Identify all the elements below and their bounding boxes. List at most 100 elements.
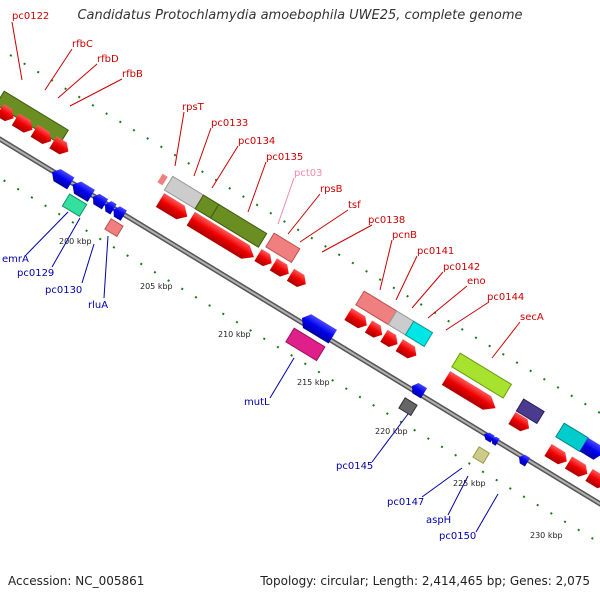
gene-label-rfbc[interactable]: rfbC xyxy=(72,39,93,50)
gene-label-mutl[interactable]: mutL xyxy=(244,397,270,408)
gene-label-pc0142[interactable]: pc0142 xyxy=(443,262,480,273)
tick-label: 205 kbp xyxy=(140,282,173,291)
gene-arrow[interactable] xyxy=(380,329,401,350)
pc0145-gene-block[interactable] xyxy=(398,397,418,417)
tick-label: 200 kbp xyxy=(59,237,92,246)
reverse-gene-labels xyxy=(25,211,499,533)
aspH-gene-block[interactable] xyxy=(472,446,491,465)
gene-arrow[interactable] xyxy=(269,258,293,279)
gene-label-pc0134[interactable]: pc0134 xyxy=(238,136,275,147)
kbp-tick-labels: 200 kbp 205 kbp 210 kbp 215 kbp 220 kbp … xyxy=(59,237,563,540)
gene-label-rfbb[interactable]: rfbB xyxy=(122,69,143,80)
gene-arrow[interactable] xyxy=(544,444,570,467)
gene-arrow[interactable] xyxy=(155,193,192,223)
topology-text: Topology: circular; Length: 2,414,465 bp… xyxy=(260,574,590,588)
gene-label-tsf[interactable]: tsf xyxy=(348,200,361,211)
gene-arrow[interactable] xyxy=(48,166,75,190)
tick-label: 210 kbp xyxy=(218,330,251,339)
gene-label-pcnb[interactable]: pcnB xyxy=(392,230,417,241)
rlua-gene-block[interactable] xyxy=(104,218,124,238)
reverse-features xyxy=(48,166,531,467)
gene-block-purple[interactable] xyxy=(515,398,545,425)
gene-label-pc0122[interactable]: pc0122 xyxy=(12,11,49,22)
leader-line xyxy=(11,21,23,81)
gene-arrow[interactable] xyxy=(508,412,532,434)
leader-line xyxy=(44,48,73,91)
gene-arrow[interactable] xyxy=(69,178,95,202)
gene-label-pc0133[interactable]: pc0133 xyxy=(211,118,248,129)
gene-arrow[interactable] xyxy=(186,211,259,264)
gene-block-olive[interactable] xyxy=(209,203,268,248)
gene-arrow[interactable] xyxy=(585,468,600,491)
gene-arrow[interactable] xyxy=(395,339,420,361)
gene-label-pc0144[interactable]: pc0144 xyxy=(487,292,524,303)
gene-label-rpsb[interactable]: rpsB xyxy=(320,184,343,195)
forward-features xyxy=(0,90,600,491)
leader-line xyxy=(103,235,109,299)
gene-arrow[interactable] xyxy=(30,124,55,147)
tick-label: 230 kbp xyxy=(530,531,563,540)
gene-arrow[interactable] xyxy=(254,249,275,269)
gene-label-asph[interactable]: aspH xyxy=(426,515,451,526)
gene-label-seca[interactable]: secA xyxy=(520,312,544,323)
gene-label-rpst[interactable]: rpsT xyxy=(182,102,205,113)
gene-label-pc0130[interactable]: pc0130 xyxy=(45,285,82,296)
leader-line xyxy=(193,127,212,177)
gene-arrow[interactable] xyxy=(344,308,370,331)
gene-label-pct03[interactable]: pct03 xyxy=(294,168,323,179)
gene-block-cyan[interactable] xyxy=(404,320,434,348)
accession-text: Accession: NC_005861 xyxy=(8,574,145,588)
leader-line xyxy=(287,193,321,235)
gene-arrow[interactable] xyxy=(286,268,310,290)
gene-label-pc0138[interactable]: pc0138 xyxy=(368,215,405,226)
leader-line xyxy=(445,301,490,331)
gene-label-pc0129[interactable]: pc0129 xyxy=(17,268,54,279)
gene-arrow[interactable] xyxy=(102,199,117,215)
gene-arrow[interactable] xyxy=(516,453,531,467)
leader-line xyxy=(81,243,95,284)
gene-arrow[interactable] xyxy=(90,192,109,210)
tick-label: 225 kbp xyxy=(453,479,486,488)
gene-label-pc0145[interactable]: pc0145 xyxy=(336,461,373,472)
leader-line xyxy=(57,63,98,99)
upper-dotted-track xyxy=(9,54,600,414)
gene-label-pc0141[interactable]: pc0141 xyxy=(417,246,454,257)
rpst-gene-block[interactable] xyxy=(157,173,168,186)
leader-line xyxy=(371,413,409,463)
leader-line xyxy=(379,239,393,291)
gene-arrow[interactable] xyxy=(409,381,428,399)
rpsb-gene-block[interactable] xyxy=(265,232,301,264)
gene-label-emra[interactable]: emrA xyxy=(2,254,29,265)
seca-gene-block[interactable] xyxy=(451,352,513,399)
gene-label-pc0147[interactable]: pc0147 xyxy=(387,497,424,508)
leader-line xyxy=(277,177,295,225)
gene-arrow[interactable] xyxy=(364,320,386,340)
gene-arrow[interactable] xyxy=(11,113,36,135)
genome-backbone-highlight xyxy=(0,137,600,506)
leader-line xyxy=(25,211,69,256)
leader-line xyxy=(174,111,185,167)
leader-line xyxy=(475,493,499,533)
leader-line xyxy=(447,475,469,516)
gene-label-rlua[interactable]: rluA xyxy=(88,300,108,311)
gene-arrow[interactable] xyxy=(490,435,500,446)
leader-line xyxy=(411,271,444,309)
mutl-gene-arrow[interactable] xyxy=(298,311,337,344)
gene-label-pc0135[interactable]: pc0135 xyxy=(266,152,303,163)
gene-arrow[interactable] xyxy=(49,136,72,157)
forward-gene-labels xyxy=(11,21,521,359)
leader-line xyxy=(491,321,521,359)
gene-label-eno[interactable]: eno xyxy=(467,276,486,287)
gene-label-pc0150[interactable]: pc0150 xyxy=(439,531,476,542)
emra-gene-block[interactable] xyxy=(61,193,88,218)
gene-arrow[interactable] xyxy=(0,104,17,124)
gene-arrow[interactable] xyxy=(579,437,600,462)
gene-arrow[interactable] xyxy=(110,204,127,221)
gene-label-rfbd[interactable]: rfbD xyxy=(97,54,119,65)
gene-block-magenta[interactable] xyxy=(285,327,326,362)
tick-label: 220 kbp xyxy=(375,427,408,436)
gene-arrow[interactable] xyxy=(564,456,591,479)
leader-line xyxy=(321,224,373,253)
gene-arrow[interactable] xyxy=(441,371,500,415)
